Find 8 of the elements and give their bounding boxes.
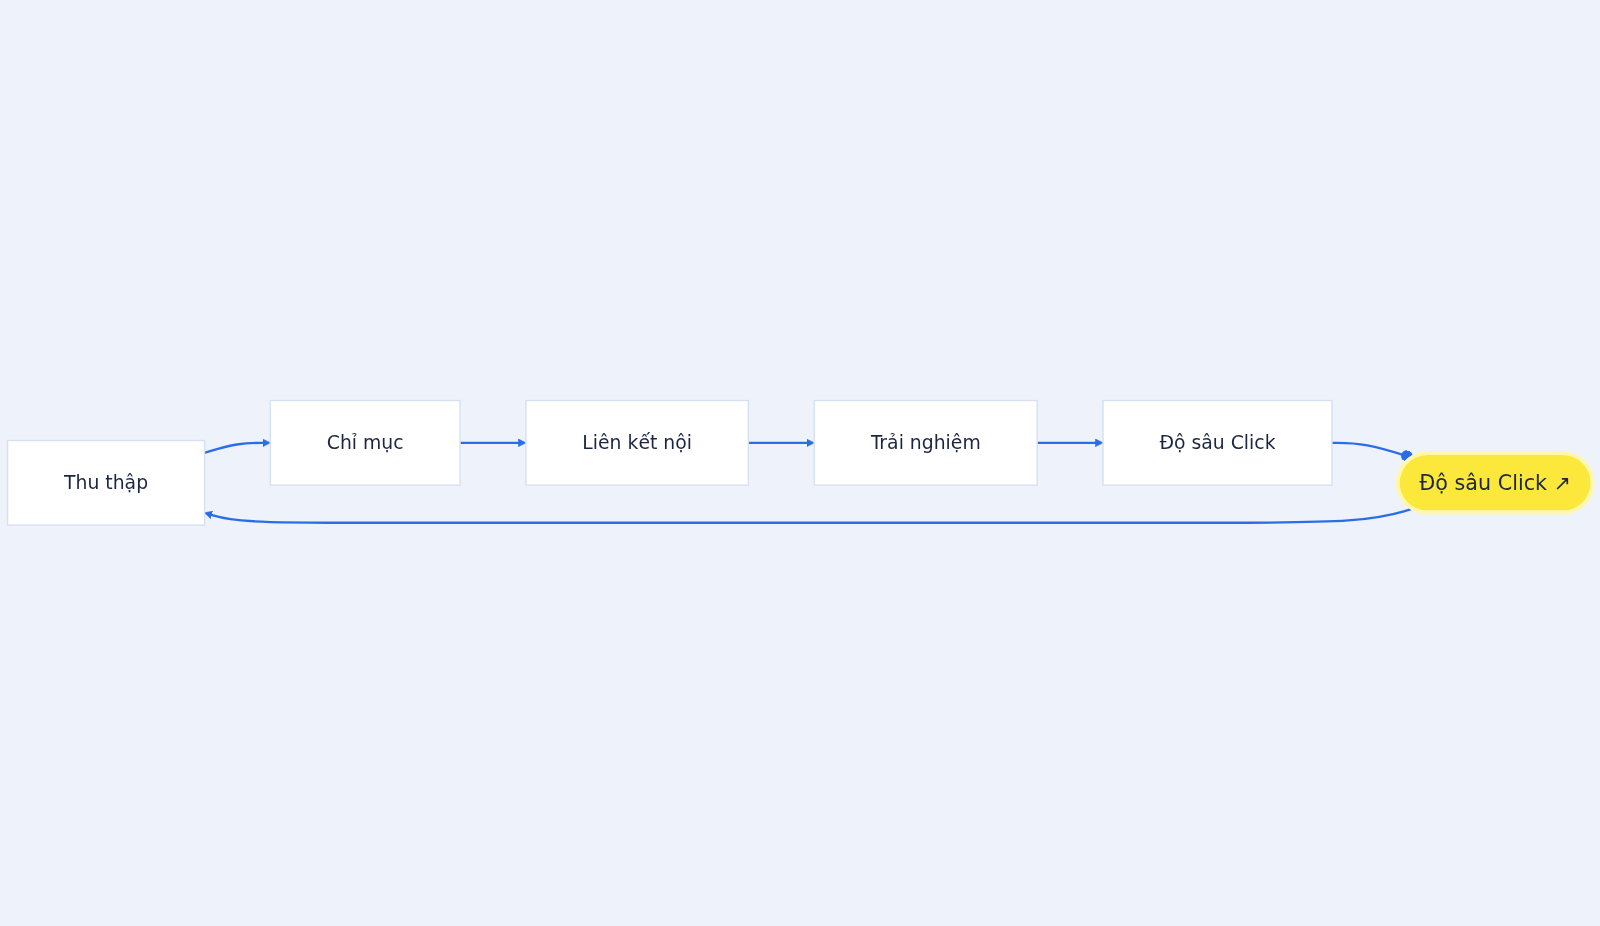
arrow (748, 438, 815, 448)
node-box: Độ sâu Click (1102, 400, 1333, 487)
node-box: Liên kết nội (525, 400, 750, 487)
node-box: Chỉ mục (269, 400, 461, 487)
arrow (204, 438, 271, 455)
node-box: Thu thập (6, 439, 206, 526)
connector (1331, 441, 1414, 462)
node-box: Trải nghiệm (813, 400, 1038, 487)
